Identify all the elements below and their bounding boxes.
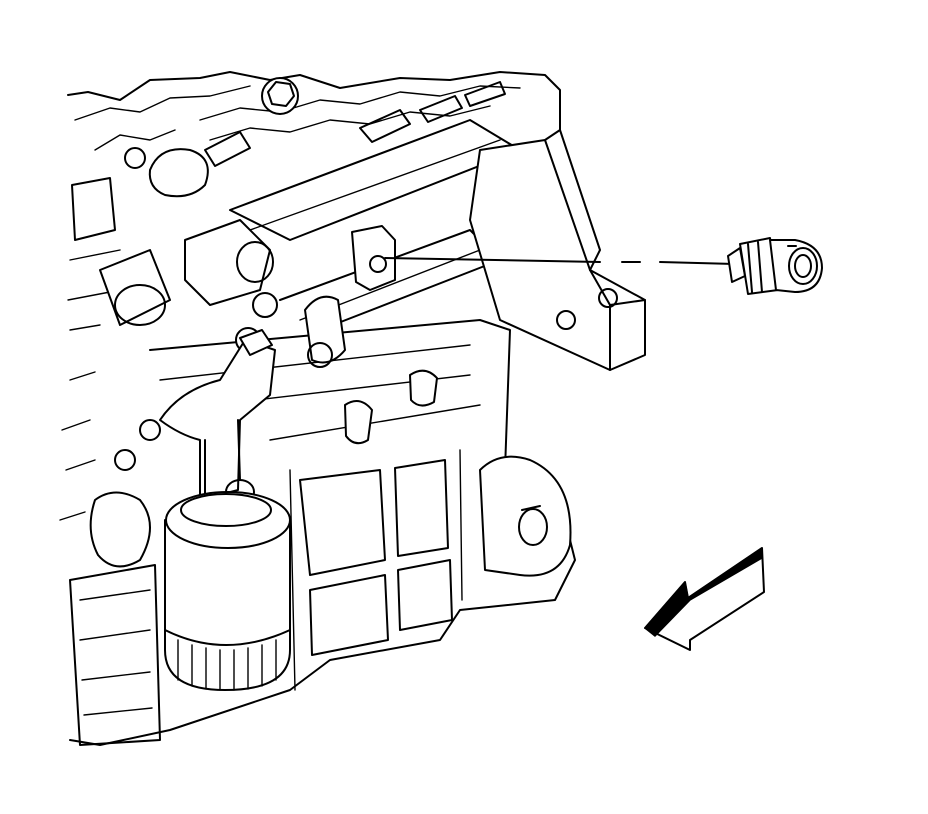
direction-arrow: [644, 547, 765, 651]
leader-line: [384, 257, 736, 265]
oil-pressure-sensor: [727, 237, 823, 295]
engine-block: [59, 71, 646, 746]
oil-filter-adapter: [159, 329, 276, 505]
oil-filter: [164, 491, 291, 691]
